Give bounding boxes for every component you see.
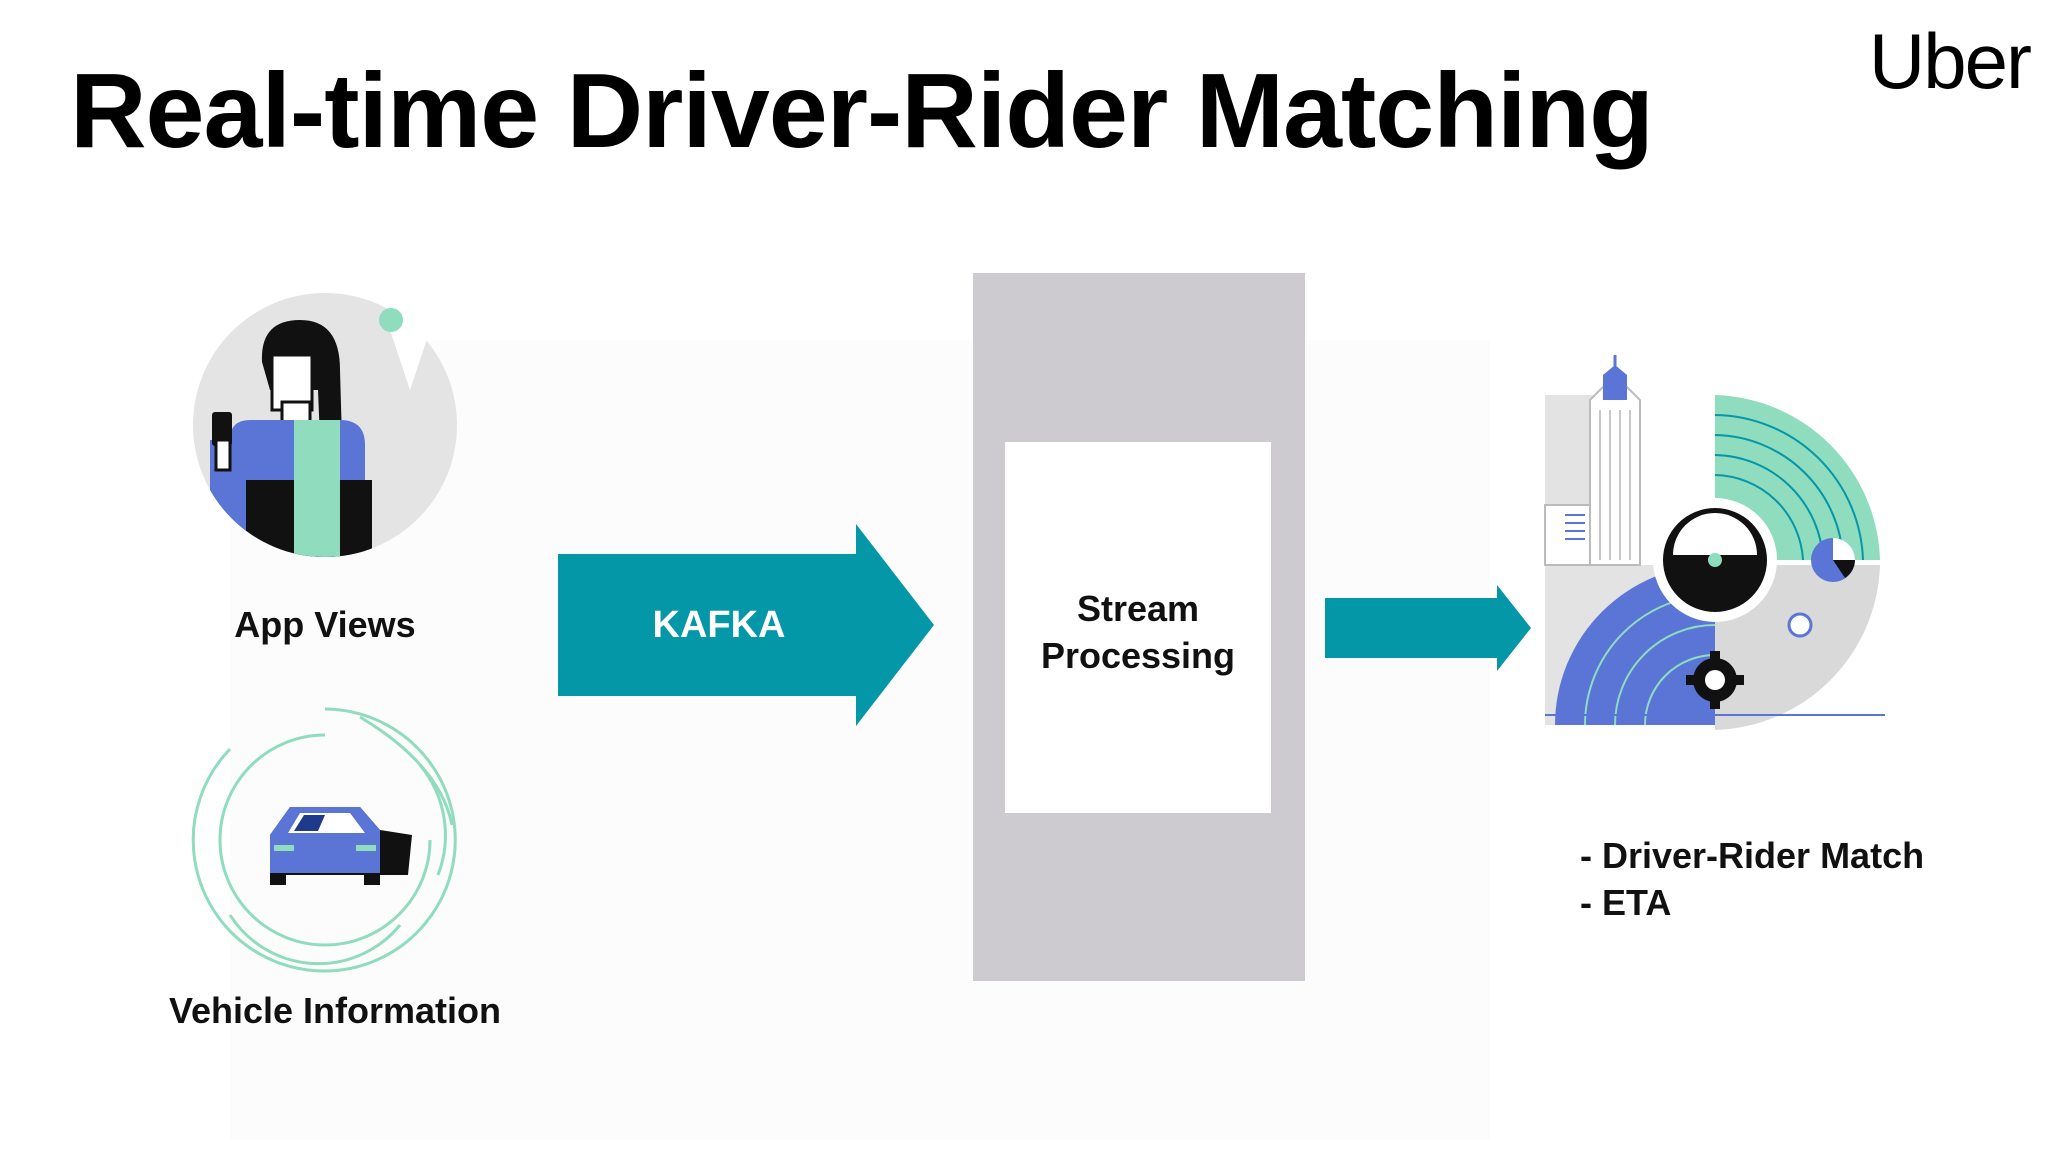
- output-item-eta: - ETA: [1580, 882, 1672, 923]
- stream-processing-label: Stream Processing: [1005, 585, 1271, 679]
- kafka-label: KAFKA: [652, 604, 786, 646]
- kafka-arrow: [558, 524, 934, 726]
- car-icon: [191, 707, 457, 973]
- output-arrow: [1325, 585, 1531, 671]
- output-item-driver-rider-match: - Driver-Rider Match: [1580, 835, 1925, 876]
- source-label-app-views: App Views: [234, 604, 416, 645]
- output-list: - Driver-Rider Match - ETA: [1580, 832, 1924, 926]
- city-matching-icon: [1544, 355, 1885, 730]
- stream-processing-line-2: Processing: [1040, 635, 1236, 676]
- page-title: Real-time Driver-Rider Matching: [70, 52, 1654, 170]
- stream-processing-box: [1005, 442, 1271, 813]
- source-label-vehicle-information: Vehicle Information: [168, 990, 502, 1031]
- stream-processing-line-1: Stream: [1076, 588, 1200, 629]
- person-with-phone-icon: [193, 293, 457, 557]
- brand-logo: Uber: [1868, 17, 2032, 105]
